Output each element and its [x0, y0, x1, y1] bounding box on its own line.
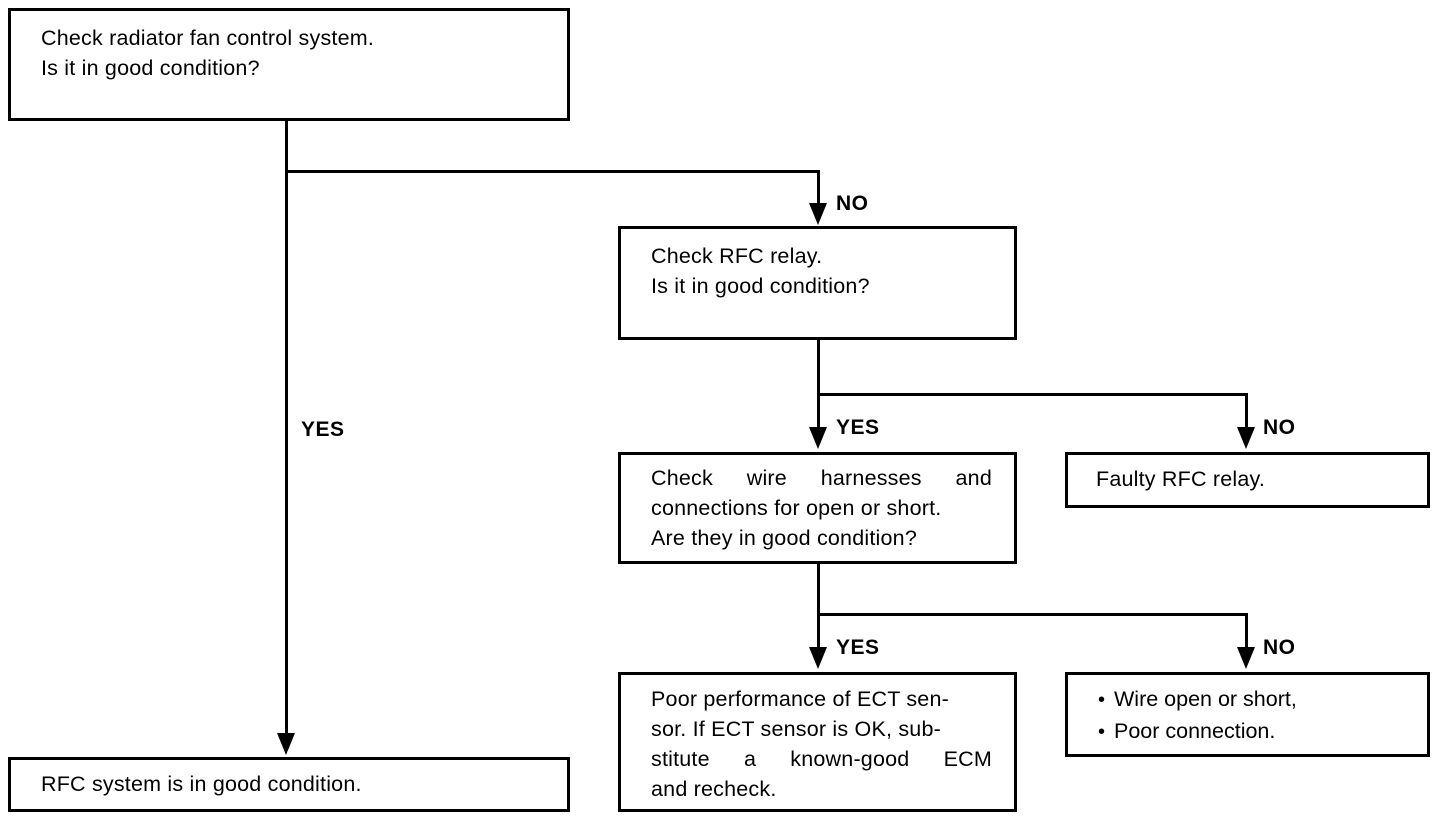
connector-box1-no-horizontal	[285, 170, 820, 173]
connector-box3-no-vertical	[1245, 613, 1248, 649]
node-text-line: stitute a known-good ECM	[651, 747, 992, 771]
node-text-line: and recheck.	[651, 777, 777, 801]
connector-box1-no-vertical	[817, 170, 820, 206]
branch-label-yes-3: YES	[836, 636, 880, 659]
node-text-line: Check radiator fan control system.	[41, 26, 375, 50]
node-check-wire-harnesses: Check wire harnesses and connections for…	[618, 452, 1017, 564]
node-poor-performance-of-ect-sensor: Poor performance of ECT sen- sor. If ECT…	[618, 672, 1017, 812]
node-text-block: Check wire harnesses and connections for…	[621, 455, 1014, 553]
node-text-block: RFC system is in good condition.	[11, 760, 567, 799]
arrow-no-to-faulty-rfc-relay	[1237, 427, 1255, 449]
branch-label-no-2: NO	[1263, 416, 1296, 439]
list-item: • Poor connection.	[1098, 716, 1405, 748]
node-check-rfc-relay: Check RFC relay. Is it in good condition…	[618, 226, 1017, 340]
connector-box2-down	[817, 340, 820, 436]
arrow-yes-to-rfc-system-good	[277, 733, 295, 755]
node-text-block: Check RFC relay. Is it in good condition…	[621, 229, 1014, 301]
list-item: • Wire open or short,	[1098, 684, 1405, 716]
connector-box2-no-horizontal	[817, 393, 1248, 396]
arrow-yes-to-poor-performance-ect	[809, 647, 827, 669]
bullet-icon: •	[1098, 689, 1106, 711]
list-item-label: Poor connection.	[1114, 719, 1276, 743]
node-text-line: sor. If ECT sensor is OK, sub-	[651, 717, 941, 741]
node-text-block: Check radiator fan control system. Is it…	[11, 11, 567, 83]
node-text-line: Faulty RFC relay.	[1096, 467, 1266, 491]
node-text-line: Is it in good condition?	[41, 56, 260, 80]
node-text-block: • Wire open or short, • Poor connection.	[1068, 675, 1427, 748]
node-text-line: RFC system is in good condition.	[41, 772, 362, 796]
arrow-no-to-check-rfc-relay	[809, 203, 827, 225]
branch-label-yes-2: YES	[836, 416, 880, 439]
node-text-block: Poor performance of ECT sen- sor. If ECT…	[621, 675, 1014, 804]
node-text-line: Poor performance of ECT sen-	[651, 687, 949, 711]
branch-label-no-1: NO	[836, 192, 869, 215]
connector-box1-down	[285, 121, 288, 172]
arrow-no-to-wire-open-or-short	[1237, 647, 1255, 669]
connector-box1-yes-vertical	[285, 170, 288, 735]
connector-box3-no-horizontal	[817, 613, 1248, 616]
node-faulty-rfc-relay: Faulty RFC relay.	[1065, 452, 1430, 508]
node-text-line: Are they in good condition?	[651, 526, 917, 550]
connector-box2-no-vertical	[1245, 393, 1248, 429]
node-rfc-system-is-in-good-condition: RFC system is in good condition.	[8, 757, 570, 812]
node-text-block: Faulty RFC relay.	[1068, 455, 1427, 494]
bullet-icon: •	[1098, 721, 1106, 743]
node-wire-open-or-short: • Wire open or short, • Poor connection.	[1065, 672, 1430, 757]
arrow-yes-to-check-wire-harnesses	[809, 427, 827, 449]
node-text-line: connections for open or short.	[651, 496, 942, 520]
node-text-line: Is it in good condition?	[651, 274, 870, 298]
node-text-line: Check wire harnesses and	[651, 466, 992, 490]
branch-label-no-3: NO	[1263, 636, 1296, 659]
branch-label-yes-1: YES	[301, 418, 345, 441]
list-item-label: Wire open or short,	[1114, 687, 1297, 711]
connector-box3-down	[817, 564, 820, 656]
node-text-line: Check RFC relay.	[651, 244, 823, 268]
node-check-radiator-fan-control-system: Check radiator fan control system. Is it…	[8, 8, 570, 121]
